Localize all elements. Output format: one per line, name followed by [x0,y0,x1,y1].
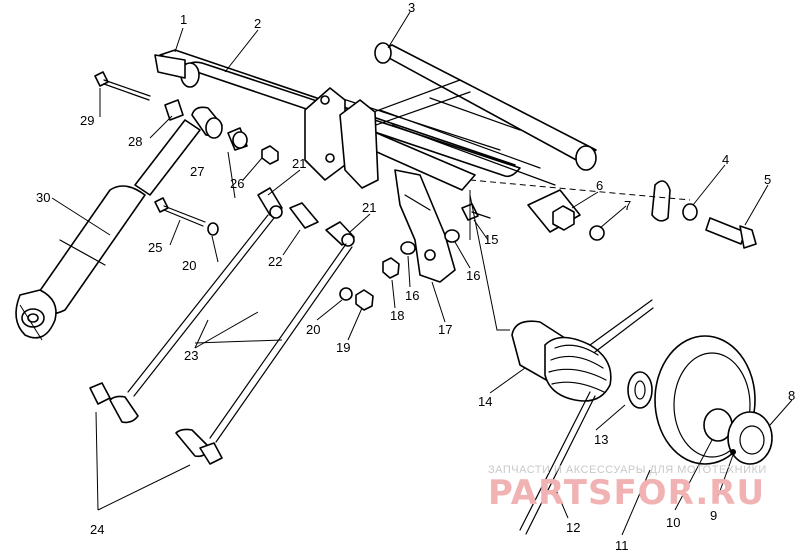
bolt-15 [461,203,491,221]
nut-26 [261,145,279,165]
callout-25: 25 [148,240,162,255]
callout-10: 10 [666,515,680,530]
washer-13 [627,371,653,409]
callout-1: 1 [180,12,187,27]
callout-7: 7 [624,198,631,213]
callout-21-left: 21 [292,156,306,171]
watermark-caption: ЗАПЧАСТИ И АКСЕССУАРЫ ДЛЯ МОТОТЕХНИКИ [488,464,767,476]
callout-22: 22 [268,254,282,269]
callout-labels: 1 2 3 4 5 6 7 8 9 10 11 12 13 14 15 16 1… [36,0,795,553]
washer-20 [339,287,353,301]
washer-16b [444,229,460,243]
spacers-middle [257,187,355,247]
callout-14: 14 [478,394,492,409]
idler-wheel [654,335,773,465]
swing-arm-frame [154,42,597,191]
callout-27: 27 [190,164,204,179]
callout-21-right: 21 [362,200,376,215]
callout-11: 11 [615,538,629,553]
spacer-9 [730,449,736,455]
callout-20-upper: 20 [182,258,196,273]
callout-18: 18 [390,308,404,323]
bushings-upper [164,99,248,151]
callout-9: 9 [710,508,717,523]
watermark-brand: PARTSFOR.RU [488,473,765,513]
callout-12: 12 [566,520,580,535]
callout-4: 4 [722,152,729,167]
bolt-29 [94,71,151,101]
callout-13: 13 [594,432,608,447]
callout-28: 28 [128,134,142,149]
callout-15: 15 [484,232,498,247]
callout-19: 19 [336,340,350,355]
callout-6: 6 [596,178,603,193]
callout-16-left: 16 [405,288,419,303]
callout-2: 2 [254,16,261,31]
leader-lines [19,11,793,536]
callout-16-right: 16 [466,268,480,283]
torsion-spring [511,299,654,535]
callout-17: 17 [438,322,452,337]
shock-absorber [15,119,201,339]
callout-5: 5 [764,172,771,187]
nut-19 [355,289,374,311]
linkage-rods [89,214,353,465]
bolt-25 [154,197,219,236]
washer-16a [400,241,416,255]
callout-8: 8 [788,388,795,403]
alignment-lines [469,179,691,331]
callout-30: 30 [36,190,50,205]
callout-26: 26 [230,176,244,191]
callout-24: 24 [90,522,104,537]
callout-29: 29 [80,113,94,128]
axle-hardware [527,180,757,249]
callout-23: 23 [184,348,198,363]
watermark: ЗАПЧАСТИ И АКСЕССУАРЫ ДЛЯ МОТОТЕХНИКИ PA… [488,464,767,513]
nut-18 [382,257,400,279]
callout-20-lower: 20 [306,322,320,337]
callout-3: 3 [408,0,415,15]
bracket-17 [394,169,456,283]
